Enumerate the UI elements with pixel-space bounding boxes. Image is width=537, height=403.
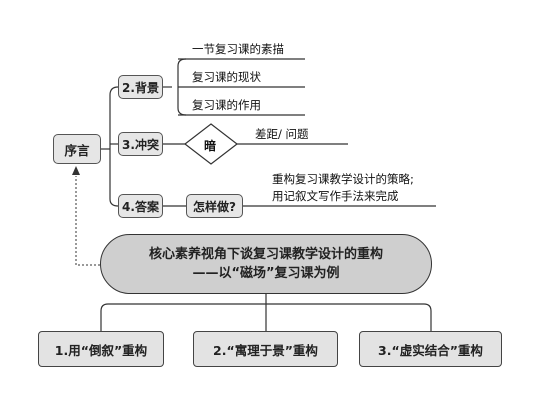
branch-background-label: 2.背景 [122, 80, 159, 95]
branch-answer-label: 4.答案 [122, 199, 159, 214]
dashed-link [75, 176, 100, 266]
background-item-3: 复习课的作用 [192, 98, 261, 112]
strategy-2-label: 2.“寓理于景”重构 [213, 342, 318, 358]
strategy-3: 3.“虚实结合”重构 [359, 331, 502, 367]
core-subtitle: ——以“磁场”复习课为例 [192, 266, 340, 281]
background-item-1: 一节复习课的素描 [192, 42, 284, 56]
strategy-3-label: 3.“虚实结合”重构 [378, 342, 483, 358]
conflict-text: 差距/ 问题 [255, 127, 309, 141]
branch-answer: 4.答案 [118, 194, 163, 218]
core-title: 核心素养视角下谈复习课教学设计的重构 [148, 247, 383, 262]
answer-text-line2: 用记叙文写作手法来完成 [272, 189, 399, 203]
strategy-1-label: 1.用“倒叙”重构 [54, 342, 148, 358]
core-topic: 核心素养视角下谈复习课教学设计的重构 ——以“磁场”复习课为例 [100, 234, 432, 294]
answer-question-box: 怎样做? [186, 194, 243, 218]
branch-bracket [109, 86, 119, 207]
background-item-2: 复习课的现状 [192, 70, 261, 84]
dashed-arrowhead [72, 166, 80, 175]
branch-conflict: 3.冲突 [118, 132, 163, 156]
branch-conflict-label: 3.冲突 [122, 137, 159, 152]
answer-question-label: 怎样做? [193, 199, 236, 214]
answer-text-line1: 重构复习课教学设计的策略; [272, 172, 414, 186]
root-box: 序言 [53, 134, 101, 164]
strategy-1: 1.用“倒叙”重构 [38, 331, 164, 367]
conflict-diamond-label: 暗 [204, 139, 217, 153]
conflict-diamond [184, 123, 238, 165]
root-label: 序言 [64, 142, 90, 158]
branch-background: 2.背景 [118, 75, 163, 99]
strategy-2: 2.“寓理于景”重构 [193, 331, 338, 367]
